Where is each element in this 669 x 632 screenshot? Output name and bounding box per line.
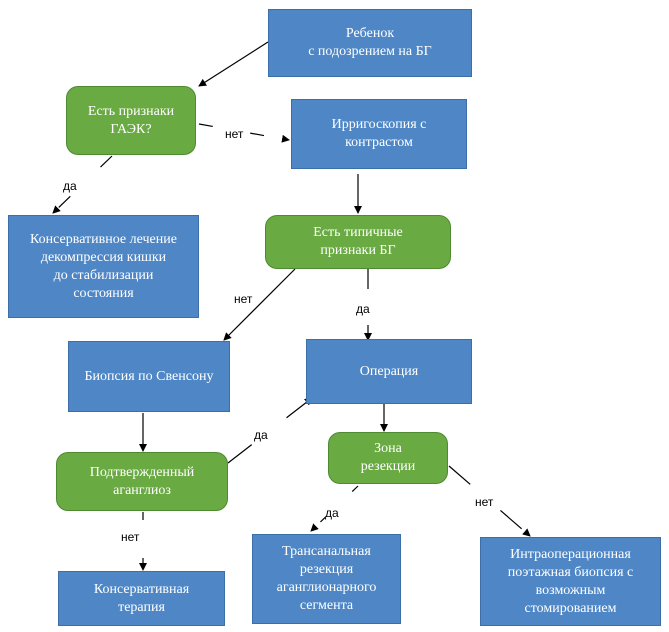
label-zone-yes: да <box>325 506 339 520</box>
label-confirmed-yes: да <box>254 428 268 442</box>
label-haec-yes: да <box>63 179 77 193</box>
node-irrigoscopy: Ирригоскопия с контрастом <box>291 99 467 169</box>
arrow-child-to-haec <box>198 41 269 87</box>
node-child-suspected: Ребенок с подозрением на БГ <box>268 9 472 77</box>
arrow-typical-to-biopsy <box>223 268 296 341</box>
label-typical-yes: да <box>356 302 370 316</box>
node-transanal-resection: Трансанальная резекция аганглионарного с… <box>252 534 401 624</box>
arrow-confirmed-to-operation <box>227 397 313 464</box>
arrow-haec-to-irrigo <box>198 123 290 143</box>
decision-haec-signs: Есть признаки ГАЭК? <box>66 86 196 155</box>
label-confirmed-no: нет <box>121 530 140 544</box>
node-conservative-treatment: Консервативное лечение декомпрессия кишк… <box>8 215 199 318</box>
label-typical-no: нет <box>234 292 253 306</box>
arrow-haec-to-conserv <box>52 155 113 214</box>
node-intraoperative-biopsy: Интраоперационная поэтажная биопсия с во… <box>480 537 661 626</box>
node-operation: Операция <box>306 339 472 404</box>
label-haec-no: нет <box>225 127 244 141</box>
decision-confirmed-aganglionosis: Подтвержденный аганглиоз <box>56 452 228 511</box>
decision-resection-zone: Зона резекции <box>328 432 448 484</box>
label-zone-no: нет <box>475 495 494 509</box>
node-conservative-therapy: Консервативная терапия <box>58 571 225 626</box>
node-swenson-biopsy: Биопсия по Свенсону <box>68 341 230 412</box>
arrow-zone-to-intraop <box>448 465 531 537</box>
decision-typical-signs: Есть типичные признаки БГ <box>265 215 451 269</box>
